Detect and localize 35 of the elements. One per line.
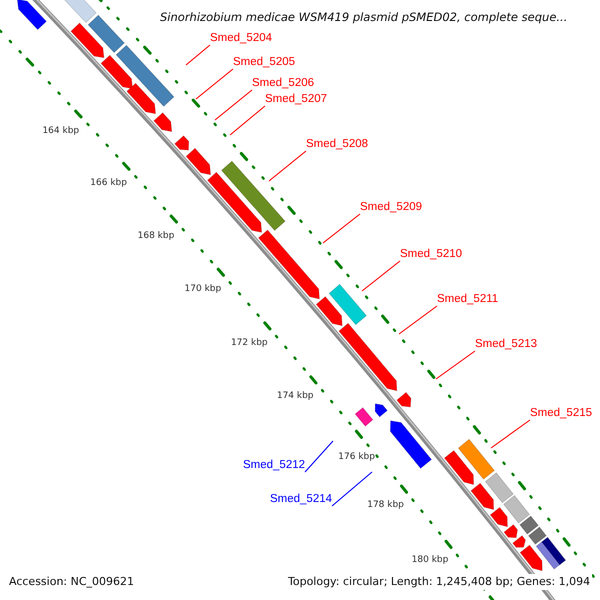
leader-line bbox=[436, 350, 476, 380]
gene-label: Smed_5210 bbox=[400, 248, 462, 261]
gene-label: Smed_5215 bbox=[530, 407, 592, 420]
leader-line bbox=[186, 44, 210, 66]
leader-line bbox=[490, 420, 530, 448]
scale-label: 166 kbp bbox=[90, 178, 127, 190]
scale-label: 180 kbp bbox=[412, 555, 448, 566]
scale-label: 174 kbp bbox=[276, 391, 314, 402]
gene-label: Smed_5207 bbox=[265, 93, 328, 106]
gene-label: Smed_5209 bbox=[360, 201, 422, 214]
gene-label: Smed_5206 bbox=[252, 77, 314, 90]
gene-label: Smed_5208 bbox=[306, 138, 368, 151]
gene-label: Smed_5213 bbox=[475, 338, 538, 351]
leader-line bbox=[230, 106, 266, 136]
leader-line bbox=[398, 306, 438, 334]
scale-label: 164 kbp bbox=[42, 126, 80, 138]
leader-line bbox=[214, 90, 252, 120]
gene-label: Smed_5214 bbox=[270, 493, 332, 506]
leader-line bbox=[304, 440, 334, 472]
gene-label: Smed_5205 bbox=[233, 56, 296, 69]
gene-label: Smed_5211 bbox=[437, 293, 498, 306]
leader-line bbox=[332, 472, 372, 506]
gene-label: Smed_5204 bbox=[210, 32, 272, 45]
scale-label: 172 kbp bbox=[230, 338, 268, 349]
scale-label: 170 kbp bbox=[184, 284, 222, 296]
gene-label: Smed_5212 bbox=[243, 459, 306, 472]
scale-label: 168 kbp bbox=[138, 231, 174, 242]
summary-text: Topology: circular; Length: 1,245,408 bp; Genes: 1,094 bbox=[286, 574, 592, 590]
scale-label: 176 kbp bbox=[338, 452, 375, 463]
leader-line bbox=[196, 68, 234, 100]
scale-label: 178 kbp bbox=[367, 500, 404, 512]
leader-line bbox=[362, 260, 400, 292]
map-title: Sinorhizobium medicae WSM419 plasmid pSMED02, complete seque... bbox=[160, 10, 568, 25]
leader-line bbox=[268, 150, 306, 182]
leader-line bbox=[322, 214, 360, 244]
